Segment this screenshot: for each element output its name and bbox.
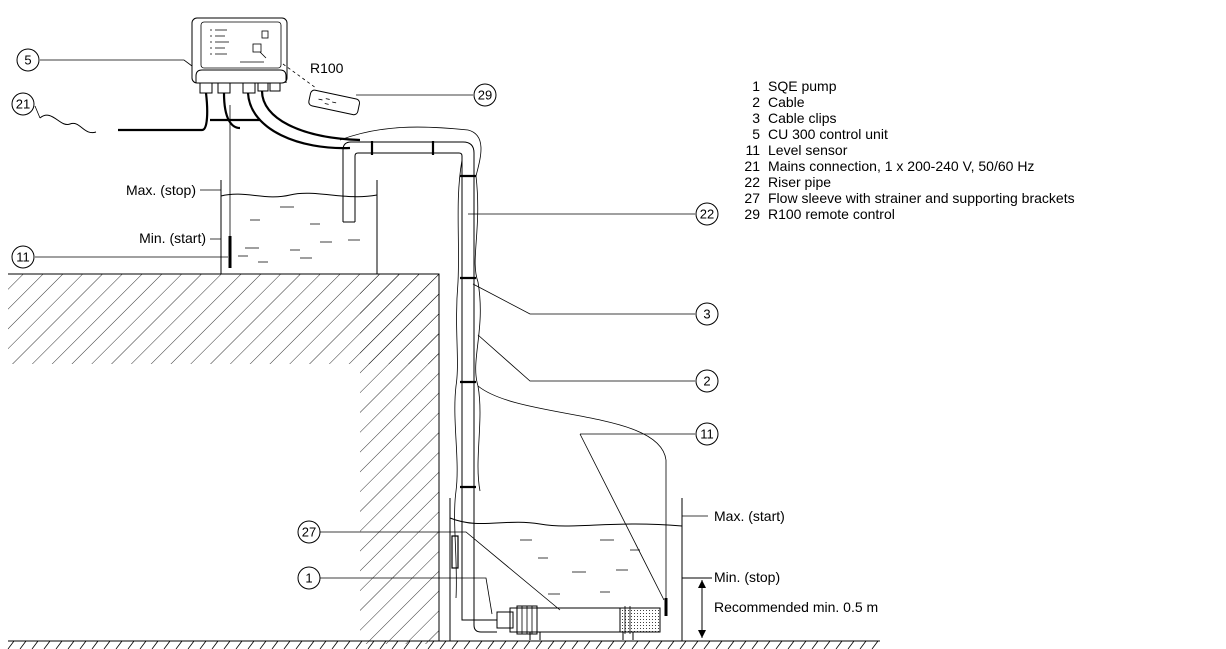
upper-ground	[8, 273, 440, 644]
callout-5: 5	[16, 48, 40, 72]
legend-num: 11	[745, 142, 760, 158]
remote-ir-link	[282, 63, 317, 89]
callout-11-upper-number: 11	[16, 250, 30, 265]
remote-label: R100	[310, 60, 344, 76]
callout-22: 22	[695, 202, 719, 226]
callout-11-upper: 11	[11, 245, 35, 269]
legend-text: Cable clips	[768, 110, 836, 126]
legend-num: 27	[744, 190, 760, 206]
well-min-label: Min. (stop)	[714, 569, 780, 585]
legend-num: 22	[744, 174, 760, 190]
callout-5-number: 5	[24, 53, 31, 68]
callout-29: 29	[473, 83, 497, 107]
lower-ground	[7, 640, 880, 649]
leader-lines	[34, 59, 708, 615]
cu300-control-unit	[118, 17, 361, 150]
callout-11-lower-number: 11	[700, 427, 714, 442]
legend-num: 21	[744, 158, 760, 174]
legend-text: Riser pipe	[768, 174, 831, 190]
callout-29-number: 29	[478, 88, 492, 103]
legend-text: CU 300 control unit	[768, 126, 888, 142]
legend-text: Mains connection, 1 x 200-240 V, 50/60 H…	[768, 158, 1034, 174]
legend-text: Cable	[768, 94, 805, 110]
legend-num: 5	[752, 126, 760, 142]
upper-tank	[220, 105, 378, 274]
tank-max-label: Max. (stop)	[126, 182, 196, 198]
recommended-depth-label: Recommended min. 0.5 m	[714, 599, 878, 615]
riser-pipe	[339, 126, 668, 633]
mains-squiggle	[39, 114, 97, 134]
well-max-label: Max. (start)	[714, 508, 785, 524]
callout-21-number: 21	[16, 97, 30, 112]
callout-1: 1	[297, 566, 321, 590]
legend-text: Flow sleeve with strainer and supporting…	[768, 190, 1075, 206]
min-dimension	[682, 577, 712, 638]
callout-27-number: 27	[302, 525, 316, 540]
callout-27: 27	[297, 520, 321, 544]
callout-2: 2	[695, 369, 719, 393]
legend-text: Level sensor	[768, 142, 848, 158]
callout-3: 3	[695, 302, 719, 326]
r100-remote	[308, 89, 361, 116]
legend-num: 3	[752, 110, 760, 126]
legend-num: 1	[752, 78, 760, 94]
callout-11-lower: 11	[695, 422, 719, 446]
callout-3-number: 3	[703, 307, 710, 322]
legend-text: SQE pump	[768, 78, 837, 94]
callout-2-number: 2	[703, 374, 710, 389]
callout-21: 21	[11, 92, 35, 116]
legend-text: R100 remote control	[768, 206, 895, 222]
lower-well	[449, 498, 683, 641]
callout-22-number: 22	[700, 207, 714, 222]
legend-num: 2	[752, 94, 760, 110]
callout-1-number: 1	[305, 571, 312, 586]
tank-min-label: Min. (start)	[139, 230, 206, 246]
legend: 1 SQE pump 2 Cable 3 Cable clips 5 CU 30…	[744, 78, 1074, 222]
legend-num: 29	[744, 206, 760, 222]
